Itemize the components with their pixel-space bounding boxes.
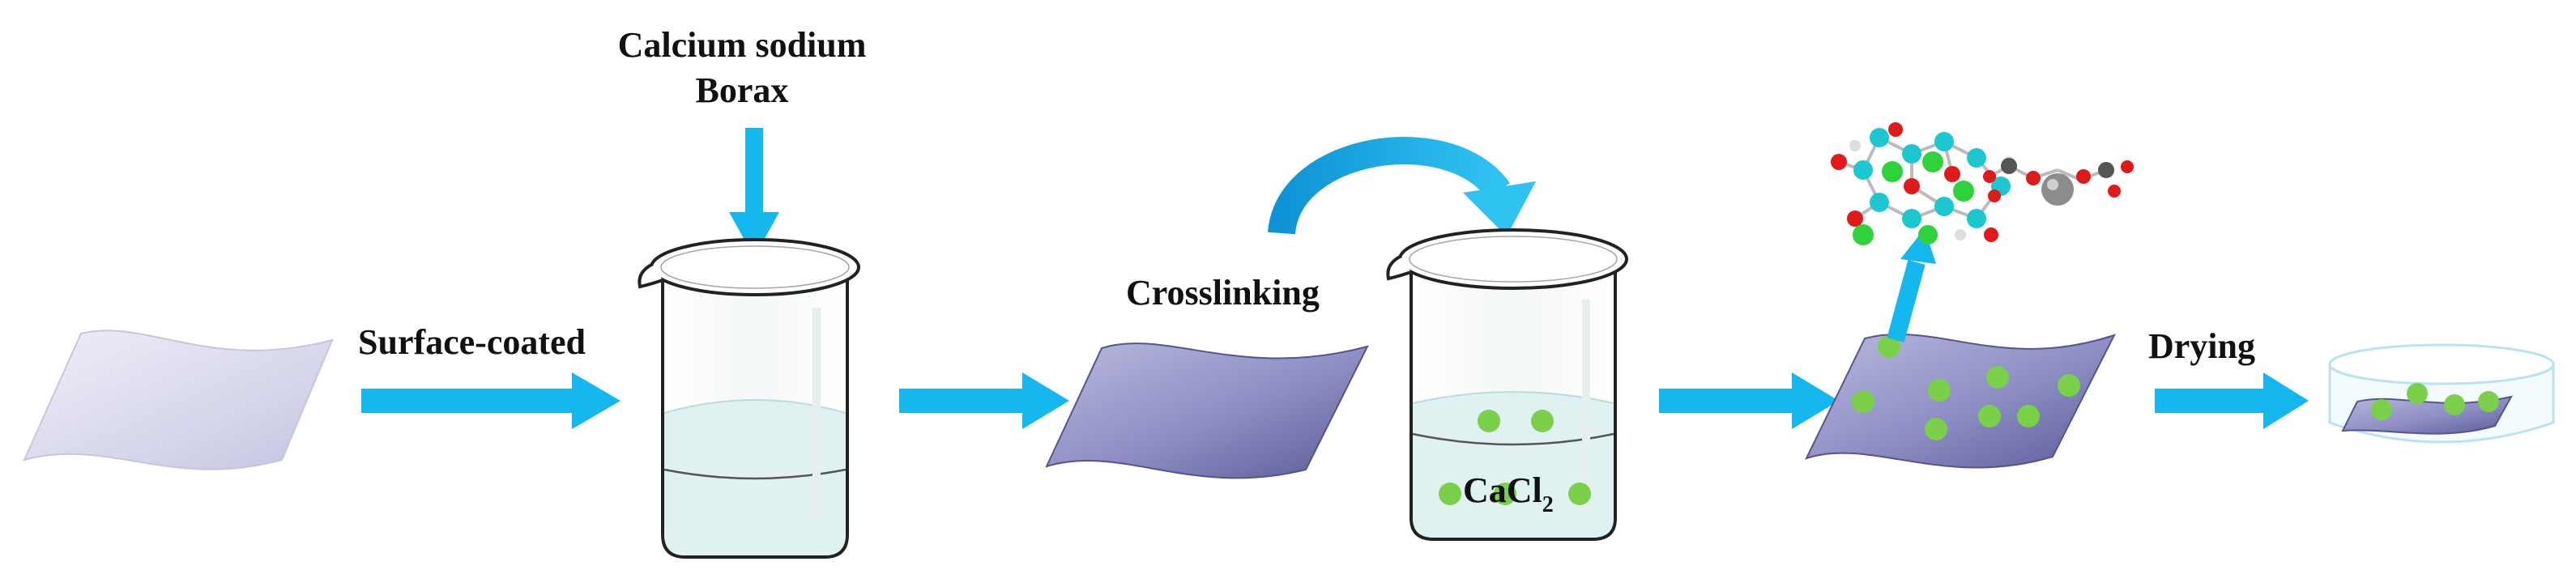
particle — [1925, 418, 1947, 440]
particle — [2017, 405, 2040, 428]
coated-film — [1045, 342, 1369, 479]
arrow-down-reagent — [729, 128, 779, 257]
particle — [1878, 335, 1900, 358]
curved-arrow-transfer — [1268, 137, 1536, 236]
arrow-up-zoom — [1887, 228, 1936, 342]
particle — [2371, 399, 2392, 420]
uncoated-film — [23, 330, 334, 470]
label-reagent-2: Borax — [696, 70, 789, 110]
particle — [2478, 391, 2499, 412]
beaker-1 — [638, 238, 860, 559]
crosslinked-film — [1805, 333, 2116, 469]
particle — [1494, 483, 1516, 505]
particle — [2407, 383, 2428, 404]
particle — [2058, 374, 2080, 397]
particle — [1986, 366, 2009, 389]
petri-dish — [2328, 343, 2555, 444]
particle — [2444, 394, 2465, 415]
arrow-right-1 — [361, 372, 621, 429]
label-cacl2: CaCl2 — [1463, 470, 1554, 517]
label-surface-coated: Surface-coated — [358, 322, 586, 362]
arrow-right-4 — [2155, 372, 2309, 429]
particle — [1531, 410, 1554, 432]
particle — [1852, 390, 1874, 413]
beaker-2 — [1386, 228, 1628, 541]
particle — [1439, 483, 1461, 505]
label-drying: Drying — [2148, 326, 2255, 366]
particle — [1478, 410, 1500, 432]
particle — [1978, 405, 2001, 428]
label-crosslinking: Crosslinking — [1126, 273, 1320, 313]
particle — [1568, 483, 1591, 505]
label-reagent-1: Calcium sodium — [618, 25, 867, 65]
molecular-structure — [1831, 122, 2134, 245]
arrow-right-2 — [899, 372, 1069, 429]
particle — [1928, 379, 1951, 402]
arrow-right-3 — [1659, 372, 1839, 429]
